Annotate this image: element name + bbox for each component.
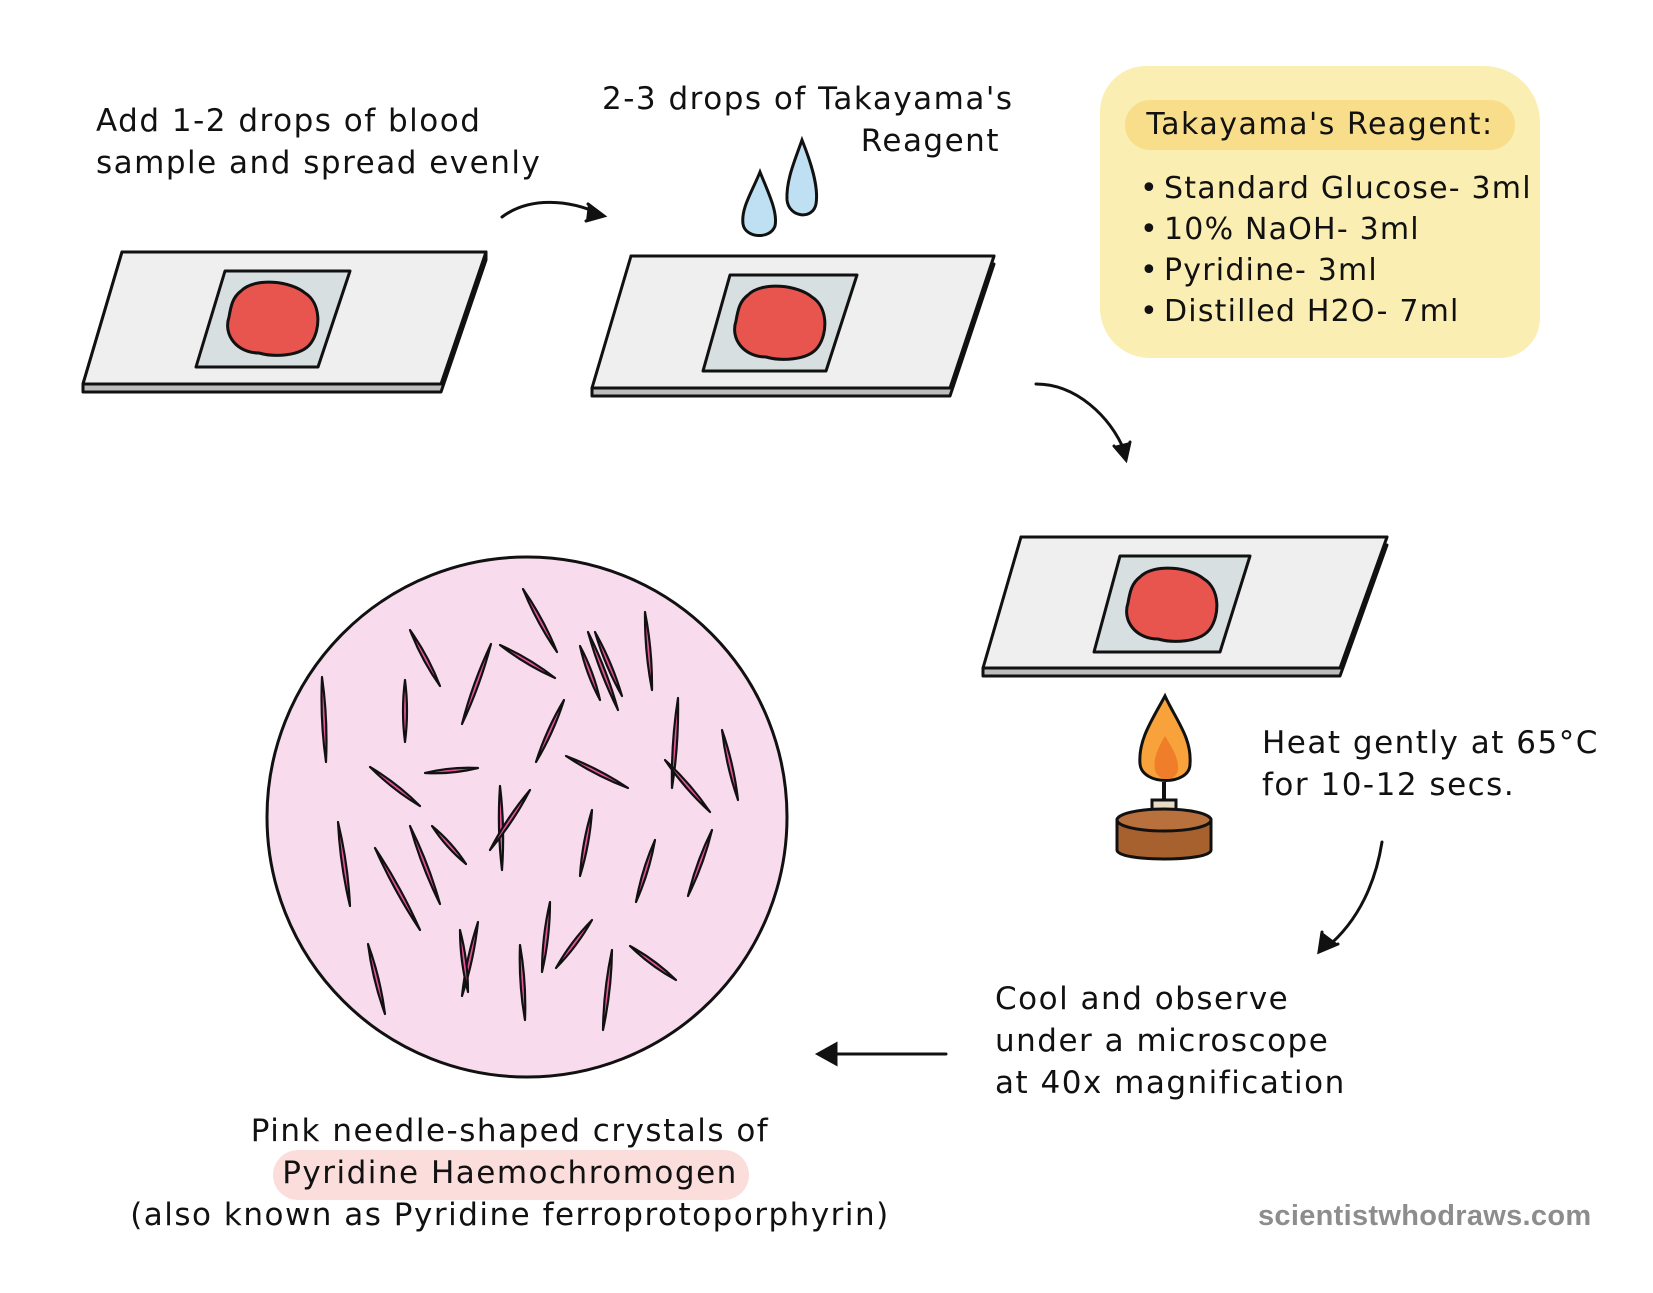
crystal-needle bbox=[634, 838, 657, 904]
crystal-needle bbox=[498, 643, 557, 680]
step-3-line-2: for 10-12 secs. bbox=[1262, 767, 1516, 803]
result-text: Pink needle-shaped crystals of Pyridine … bbox=[110, 1110, 910, 1236]
crystal-needle bbox=[540, 900, 552, 974]
arrow-4 bbox=[814, 1041, 948, 1067]
crystal-needle bbox=[488, 788, 532, 852]
step-4-line-3: at 40x magnification bbox=[995, 1065, 1346, 1101]
burner-icon bbox=[1115, 782, 1213, 861]
crystal-needle bbox=[586, 630, 620, 712]
crystal-needle bbox=[460, 642, 493, 726]
step-3-text: Heat gently at 65°C for 10-12 secs. bbox=[1262, 722, 1599, 806]
crystal-needle bbox=[373, 846, 422, 932]
microscope-view bbox=[265, 555, 789, 1079]
reagent-item: Distilled H2O- 7ml bbox=[1140, 291, 1532, 332]
crystal-needle bbox=[320, 675, 328, 764]
crystal-needle bbox=[497, 784, 505, 872]
result-compound-name: Pyridine Haemochromogen bbox=[282, 1155, 738, 1191]
crystals-group bbox=[320, 587, 740, 1032]
crystal-needle bbox=[628, 944, 678, 982]
crystal-needle bbox=[578, 808, 594, 878]
reagent-item: Pyridine- 3ml bbox=[1140, 250, 1532, 291]
step-3-line-1: Heat gently at 65°C bbox=[1262, 725, 1599, 761]
crystal-needle bbox=[430, 824, 468, 866]
crystal-needle bbox=[554, 918, 594, 970]
reagent-item: 10% NaOH- 3ml bbox=[1140, 209, 1532, 250]
step-4-line-2: under a microscope bbox=[995, 1023, 1330, 1059]
crystal-needle bbox=[408, 824, 442, 906]
crystal-needle bbox=[578, 644, 602, 702]
crystal-needle bbox=[458, 928, 470, 994]
reagent-list: Standard Glucose- 3ml 10% NaOH- 3ml Pyri… bbox=[1140, 168, 1532, 332]
crystal-needle bbox=[643, 610, 654, 692]
step-2-text: 2-3 drops of Takayama's Reagent bbox=[602, 78, 1014, 162]
crystal-needle bbox=[601, 948, 614, 1032]
crystal-needle bbox=[670, 696, 680, 790]
slide-3 bbox=[981, 535, 1389, 678]
arrow-3 bbox=[1317, 840, 1384, 955]
arrow-2 bbox=[1034, 382, 1132, 464]
crystal-needle bbox=[401, 678, 409, 744]
slide-2 bbox=[590, 254, 996, 398]
blood-smear bbox=[226, 280, 320, 357]
step-4-text: Cool and observe under a microscope at 4… bbox=[995, 978, 1346, 1104]
result-highlight bbox=[273, 1150, 749, 1200]
slide-1 bbox=[81, 250, 488, 394]
crystal-needle bbox=[534, 698, 566, 764]
reagent-drops bbox=[741, 135, 819, 237]
reagent-title: Takayama's Reagent: bbox=[1125, 100, 1515, 150]
flame-icon bbox=[1138, 692, 1192, 782]
result-line-1: Pink needle-shaped crystals of bbox=[250, 1113, 770, 1149]
reagent-item: Standard Glucose- 3ml bbox=[1140, 168, 1532, 209]
step-4-line-1: Cool and observe bbox=[995, 981, 1290, 1017]
step-1-line-1: Add 1-2 drops of blood bbox=[96, 103, 482, 139]
result-line-3: (also known as Pyridine ferroprotoporphy… bbox=[130, 1197, 890, 1233]
crystal-needle bbox=[518, 943, 527, 1022]
crystal-needle bbox=[593, 630, 624, 698]
crystal-needle bbox=[720, 728, 740, 802]
crystal-needle bbox=[408, 628, 442, 688]
step-1-text: Add 1-2 drops of blood sample and spread… bbox=[96, 100, 541, 184]
crystal-needle bbox=[663, 758, 712, 814]
crystal-needle bbox=[423, 766, 480, 775]
watermark: scientistwhodraws.com bbox=[1258, 1200, 1592, 1232]
crystal-needle bbox=[686, 828, 714, 898]
crystal-needle bbox=[366, 942, 387, 1016]
step-2-line-2: Reagent bbox=[860, 123, 1000, 159]
crystal-needle bbox=[564, 754, 630, 790]
crystal-needle bbox=[336, 820, 352, 908]
step-1-line-2: sample and spread evenly bbox=[96, 145, 542, 181]
crystal-needle bbox=[521, 587, 559, 654]
crystal-needle bbox=[368, 765, 422, 808]
arrow-1 bbox=[500, 200, 608, 223]
step-2-line-1: 2-3 drops of Takayama's bbox=[602, 81, 1014, 117]
